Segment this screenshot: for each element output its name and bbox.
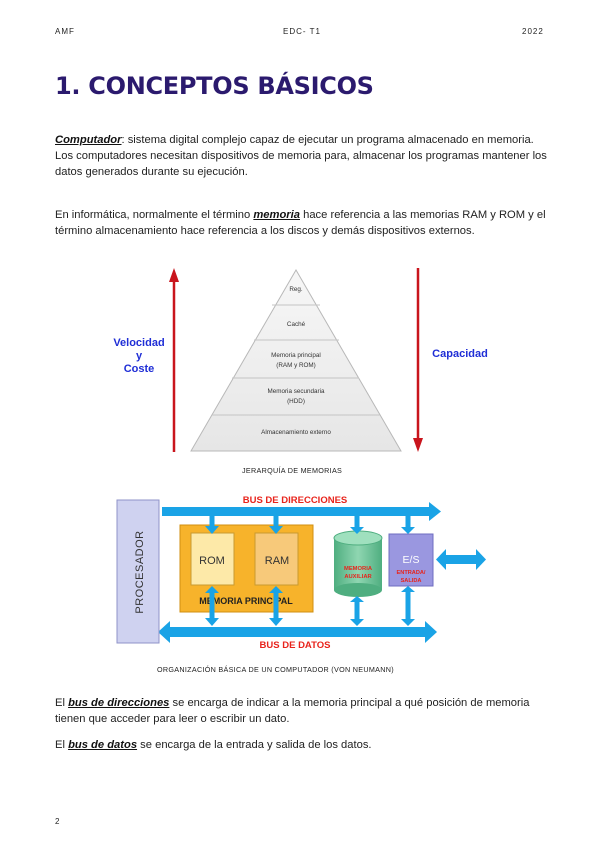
external-io-arrow	[436, 549, 486, 570]
pyramid-level-cache: Caché	[287, 321, 306, 328]
data-bus-left-arrowhead	[158, 621, 170, 643]
connector-rom-data-head-down	[205, 618, 219, 626]
address-connectors	[205, 516, 415, 534]
io-sub-label-1: ENTRADA/	[397, 570, 426, 576]
connector-aux-data	[354, 600, 360, 622]
paragraph-data-bus-before: El	[55, 739, 69, 751]
connector-rom-address	[209, 516, 215, 528]
term-memoria: memoria	[253, 209, 300, 221]
address-bus-bar	[162, 507, 429, 516]
rom-label: ROM	[199, 555, 225, 567]
aux-memory-cylinder	[333, 530, 383, 597]
address-bus	[162, 502, 441, 521]
header-author: AMF	[55, 27, 75, 36]
connector-ram-data	[273, 591, 279, 621]
processor-label: PROCESADOR	[134, 530, 146, 613]
term-computador: Computador	[55, 134, 122, 146]
pyramid-level-secondary: Memoria secundaria	[267, 388, 325, 395]
paragraph-computador: Computador: sistema digital complejo cap…	[55, 132, 550, 180]
header-course: EDC- T1	[283, 27, 321, 36]
page-number: 2	[55, 817, 60, 826]
connector-aux-address	[354, 516, 360, 529]
connector-io-address-head	[401, 527, 415, 534]
connector-rom-data	[209, 591, 215, 621]
connector-ram-data-head-up	[269, 586, 283, 593]
aux-memory-bottom	[334, 583, 382, 597]
label-coste: Coste	[124, 363, 155, 375]
connector-rom-address-head	[205, 526, 219, 534]
io-sub-label-2: SALIDA	[401, 578, 422, 584]
term-address-bus: bus de direcciones	[68, 697, 170, 709]
paragraph-address-bus: El bus de direcciones se encarga de indi…	[55, 695, 550, 727]
paragraph-data-bus-after: se encarga de la entrada y salida de los…	[137, 739, 372, 751]
data-bus-label: BUS DE DATOS	[260, 640, 331, 651]
connector-io-address	[405, 516, 411, 528]
label-velocidad: Velocidad	[113, 337, 164, 349]
pyramid-level-secondary-sub: (HDD)	[287, 398, 305, 405]
main-memory-box	[179, 524, 314, 613]
paragraph-computador-text: : sistema digital complejo capaz de ejec…	[55, 134, 547, 178]
von-neumann-caption: ORGANIZACIÓN BÁSICA DE UN COMPUTADOR (VO…	[157, 665, 394, 674]
processor-box	[116, 499, 160, 644]
aux-memory-label-1: MEMORIA	[344, 566, 373, 572]
pyramid-caption: JERARQUÍA DE MEMORIAS	[242, 466, 343, 475]
aux-memory-body	[334, 538, 382, 590]
label-y: y	[136, 350, 143, 362]
capacity-arrowhead	[413, 438, 423, 452]
ram-label: RAM	[265, 555, 289, 567]
connector-aux-address-head	[350, 527, 364, 534]
address-bus-arrowhead	[429, 502, 441, 521]
connector-io-data-head-up	[401, 586, 415, 592]
connector-ram-address-head	[269, 526, 283, 534]
paragraph-address-bus-after: se encarga de indicar a la memoria princ…	[55, 697, 530, 725]
io-box	[388, 533, 434, 587]
connector-io-data	[405, 590, 411, 622]
external-io-right-arrowhead	[476, 549, 486, 570]
label-capacidad: Capacidad	[432, 348, 488, 360]
pyramid-shape	[190, 269, 402, 452]
paragraph-address-bus-before: El	[55, 697, 69, 709]
data-bus-bar	[170, 627, 425, 637]
aux-memory-top	[333, 530, 383, 546]
connector-aux-data-head-up	[350, 596, 364, 602]
connector-ram-address	[273, 516, 279, 528]
paragraph-memoria: En informática, normalmente el término m…	[55, 207, 550, 239]
header-year: 2022	[522, 27, 544, 36]
external-io-left-arrowhead	[436, 549, 446, 570]
connector-ram-data-head-down	[269, 618, 283, 626]
paragraph-data-bus: El bus de datos se encarga de la entrada…	[55, 737, 550, 753]
external-io-bar	[446, 555, 476, 564]
paragraph-memoria-after: hace referencia a las memorias RAM y ROM…	[55, 209, 546, 237]
paragraph-memoria-before: En informática, normalmente el término	[55, 209, 254, 221]
connector-rom-data-head-up	[205, 586, 219, 593]
main-memory-label: MEMORIA PRINCIPAL	[199, 596, 293, 606]
pyramid-level-registers: Reg.	[289, 286, 303, 293]
pyramid-level-external: Almacenamiento externo	[261, 429, 331, 436]
connector-io-data-head-down	[401, 619, 415, 626]
speed-cost-arrowhead	[169, 268, 179, 282]
data-bus-right-arrowhead	[425, 621, 437, 643]
pyramid-level-main-memory: Memoria principal	[271, 352, 321, 359]
io-label: E/S	[403, 554, 420, 566]
data-connectors	[205, 586, 415, 626]
aux-memory-label-2: AUXILIAR	[344, 574, 372, 580]
rom-box	[190, 532, 235, 586]
address-bus-label: BUS DE DIRECCIONES	[243, 495, 348, 506]
connector-aux-data-head-down	[350, 619, 364, 626]
term-data-bus: bus de datos	[68, 739, 138, 751]
pyramid-level-main-memory-sub: (RAM y ROM)	[276, 362, 316, 369]
page-title: 1. CONCEPTOS BÁSICOS	[55, 72, 374, 100]
data-bus	[158, 621, 437, 643]
ram-box	[254, 532, 299, 586]
